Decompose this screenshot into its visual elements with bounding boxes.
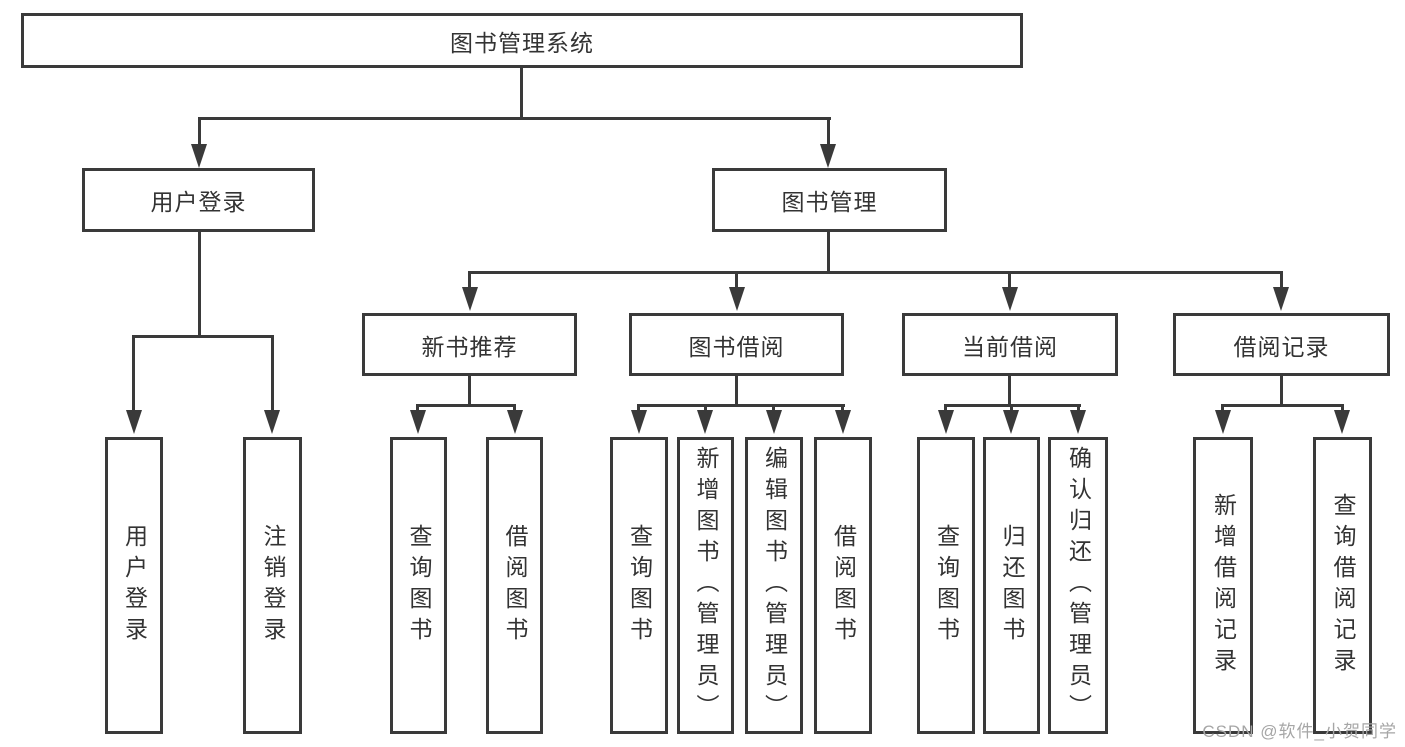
connector-line [637,404,845,407]
node-label: 查询图书 [406,523,432,648]
node-label: 归还图书 [999,523,1025,648]
node-new-book-recommend: 新书推荐 [362,313,577,376]
node-add-borrow-record: 新增借阅记录 [1193,437,1253,734]
arrowhead-down-icon [766,410,782,434]
node-label: 借阅图书 [502,523,528,648]
connector-line [198,117,831,120]
node-label: 注销登录 [260,523,286,648]
node-label: 编辑图书（管理员） [761,446,788,725]
node-book-management: 图书管理 [712,168,947,232]
arrowhead-down-icon [1273,287,1289,311]
node-edit-books-admin: 编辑图书（管理员） [745,437,803,734]
arrowhead-down-icon [1070,410,1086,434]
arrowhead-down-icon [507,410,523,434]
arrowhead-down-icon [729,287,745,311]
connector-line [198,232,201,338]
arrowhead-down-icon [410,410,426,434]
arrowhead-down-icon [462,287,478,311]
node-label: 确认归还（管理员） [1065,446,1092,725]
node-borrowing-records: 借阅记录 [1173,313,1390,376]
arrowhead-down-icon [697,410,713,434]
node-add-books-admin: 新增图书（管理员） [677,437,734,734]
node-confirm-return-admin: 确认归还（管理员） [1048,437,1108,734]
arrowhead-down-icon [191,144,207,168]
arrowhead-down-icon [1334,410,1350,434]
arrowhead-down-icon [938,410,954,434]
node-user-login: 用户登录 [82,168,315,232]
node-label: 借阅记录 [1233,333,1330,360]
node-book-borrowing: 图书借阅 [629,313,844,376]
node-return-books: 归还图书 [983,437,1040,734]
node-label: 新书推荐 [421,333,518,360]
arrowhead-down-icon [264,410,280,434]
arrowhead-down-icon [835,410,851,434]
arrowhead-down-icon [1002,287,1018,311]
node-label: 当前借阅 [962,333,1058,360]
connector-line [1008,271,1011,299]
arrowhead-down-icon [820,144,836,168]
connector-line [132,335,274,338]
arrowhead-down-icon [1215,410,1231,434]
node-borrow-books-borrow: 借阅图书 [814,437,872,734]
node-label: 图书管理 [781,189,878,215]
connector-line [735,271,738,299]
node-label: 图书管理系统 [450,29,594,56]
connector-line [132,335,135,422]
node-label: 用户登录 [121,523,148,648]
node-current-borrowing: 当前借阅 [902,313,1118,376]
connector-line [416,404,516,407]
node-label: 图书借阅 [688,333,785,360]
node-query-books-new: 查询图书 [390,437,447,734]
node-label: 用户登录 [150,189,247,215]
connector-line [827,232,830,274]
node-query-books-current: 查询图书 [917,437,975,734]
connector-line [520,68,523,120]
connector-line [827,117,830,153]
arrowhead-down-icon [1003,410,1019,434]
watermark: CSDN @软件_小贺同学 [1202,722,1397,741]
node-borrow-books-new: 借阅图书 [486,437,543,734]
connector-line [271,335,274,422]
connector-line [468,271,471,299]
connector-line [468,271,1283,274]
connector-line [198,117,201,153]
arrowhead-down-icon [631,410,647,434]
connector-line [1280,271,1283,299]
arrowhead-down-icon [126,410,142,434]
node-query-books-borrow: 查询图书 [610,437,668,734]
node-label: 新增图书（管理员） [693,446,719,725]
connector-line [1280,376,1283,407]
node-user-login-item: 用户登录 [105,437,163,734]
connector-line [1008,376,1011,407]
node-label: 借阅图书 [830,523,857,648]
node-logout-item: 注销登录 [243,437,302,734]
connector-line [735,376,738,407]
node-label: 查询图书 [626,523,653,648]
node-library-system: 图书管理系统 [21,13,1023,68]
node-label: 查询借阅记录 [1330,492,1356,679]
node-query-borrow-record: 查询借阅记录 [1313,437,1372,734]
connector-line [1221,404,1344,407]
connector-line [468,376,471,407]
node-label: 新增借阅记录 [1210,492,1237,679]
node-label: 查询图书 [933,523,960,648]
